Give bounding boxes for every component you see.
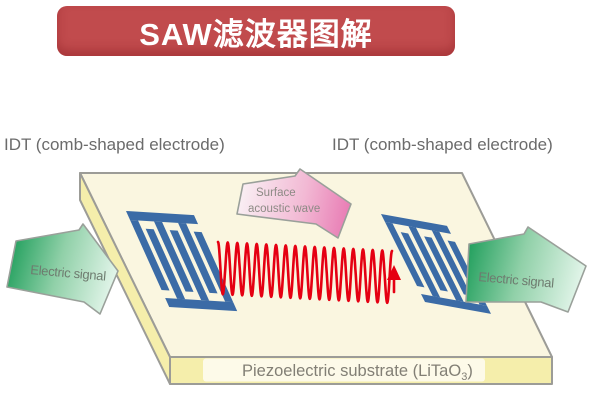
idt-right-finger [400,232,441,298]
idt-left-top-busbar [126,211,199,225]
acoustic-wave-up-arrow-head [387,265,401,280]
title-banner: SAW滤波器图解 [57,6,455,56]
surface-wave-label-line1: Surface [256,187,296,199]
idt-left-finger [169,230,210,301]
idt-right-top-busbar [381,214,451,234]
electric-signal-right-label: Electric signal [478,269,555,291]
idt-left-label: IDT (comb-shaped electrode) [4,135,225,154]
surface-wave-label-line2: acoustic wave [248,203,320,215]
idt-right-bottom-busbar [421,294,491,314]
idt-right-finger [385,222,425,288]
idt-left-electrode [126,211,238,312]
idt-left-finger [145,228,186,300]
idt-right-finger [408,226,448,292]
idt-right-finger [424,236,464,302]
idt-right-finger [431,230,472,296]
idt-right-label: IDT (comb-shaped electrode) [332,135,553,154]
substrate-label-background [203,358,485,382]
idt-left-finger [178,222,218,294]
idt-left-finger [154,221,194,292]
electric-signal-right-arrow [465,226,587,313]
page-title: SAW滤波器图解 [139,16,373,52]
acoustic-wave [216,240,394,305]
idt-left-finger [130,220,170,291]
substrate-label: Piezoelectric substrate (LiTaO3) [242,362,473,383]
surface-wave-arrow [236,168,352,239]
electric-signal-left-arrow [6,223,119,315]
idt-left-bottom-busbar [165,298,238,312]
electric-signal-left-label: Electric signal [30,262,107,284]
